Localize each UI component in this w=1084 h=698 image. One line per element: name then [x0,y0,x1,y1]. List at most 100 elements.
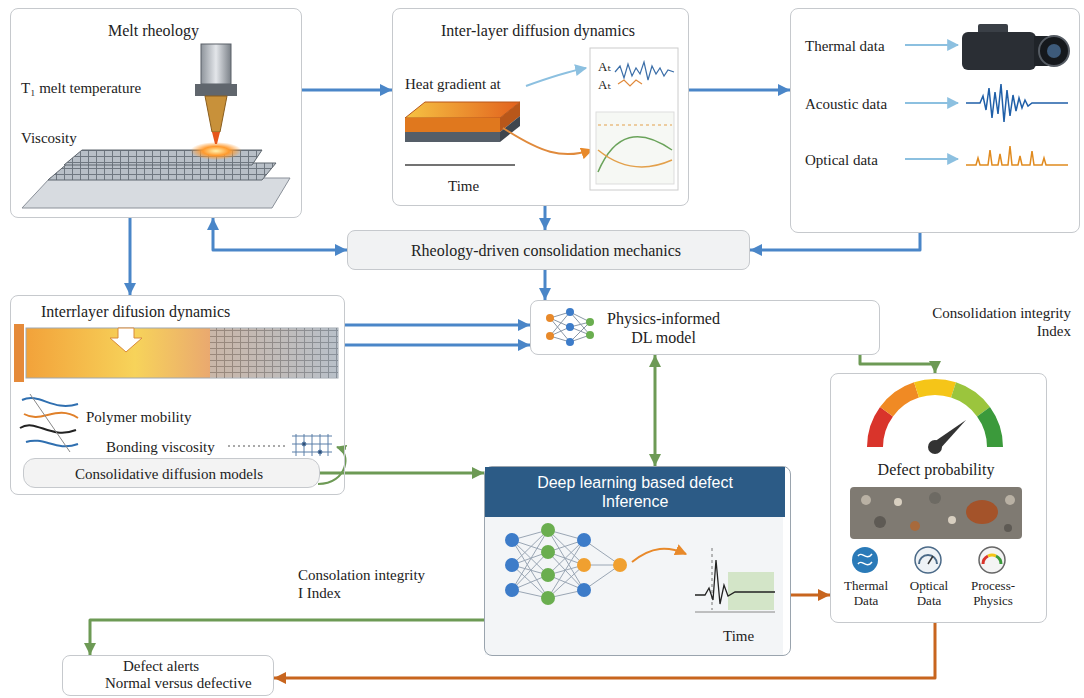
diffusion-chart [615,62,674,80]
panel-title: Deep learning based defect Inference [485,467,785,517]
bonding-grid [302,442,306,446]
neural-network [541,545,555,559]
inference-arrow [632,549,686,562]
node-label: T₁ melt temperature [21,79,141,97]
build-plate [48,163,276,180]
neural-network [577,533,591,547]
polymer-chains [26,441,78,447]
dotted-leader [228,446,286,447]
node-label: Optical Data [898,579,960,609]
defect-texture [966,500,998,524]
data-icons [928,556,933,564]
connector-arrow [90,620,484,655]
signal-plot [728,572,774,610]
node-label: Defect alerts [123,658,199,675]
node-label: Normal versus defective [105,675,252,692]
node-label: Acoustic data [805,95,887,113]
defect-texture [929,492,941,504]
build-plate [22,178,290,208]
panel: Interrlayer difusion dynamicsPolymer mob… [10,295,345,495]
connector-arrow [654,355,657,466]
panel-title: Interrlayer difusion dynamics [41,302,230,321]
defect-texture [850,487,1022,539]
data-icons [858,554,872,565]
data-icons [919,555,937,564]
network-icon [550,312,590,342]
heated-layer [405,102,520,118]
neural-network [613,558,627,572]
node-label: Optical data [805,151,878,169]
probability-gauge [954,390,984,412]
diffusion-chart [598,150,672,167]
network-icon [566,308,574,316]
node-label: Bonding viscosity [106,438,215,456]
network-icon [586,331,594,339]
connector-arrow [345,324,530,327]
polymer-chains [22,398,78,406]
axis-label: Aₜ [598,59,611,75]
heated-layer [405,132,500,142]
polymer-chains [24,413,78,418]
model-box: Physics-informed DL model [530,300,880,355]
signal-plot [695,612,775,613]
panel: Thermal dataAcoustic dataOptical data [790,8,1080,233]
connector-arrow [129,218,132,295]
heated-layer [405,118,500,132]
connector-arrow [302,89,392,92]
connector-arrow [860,355,935,373]
diffusion-chart [590,48,678,190]
diffusion-band [210,328,338,378]
data-icons [988,554,996,558]
extruder-nozzle [201,44,231,84]
probability-gauge [917,387,954,390]
polymer-chains [20,394,78,452]
data-icons [915,547,941,573]
node-label: Consolidative diffusion models [24,465,314,483]
network-icon [566,338,574,346]
defect-texture [861,495,871,505]
defect-texture [948,516,956,524]
diffusion-chart [598,125,672,126]
connector-arrow [274,623,935,678]
diffusion-chart [590,48,678,190]
defect-texture [894,498,902,506]
bonding-grid [292,434,332,456]
probability-gauge [887,390,917,412]
panel: Defect probabilityThermal DataOptical Da… [830,373,1047,623]
inference-panel: Deep learning based defect InferenceTime [484,466,791,656]
connector-arrow [213,218,347,250]
defect-texture [1004,524,1012,532]
data-icons [852,547,878,573]
neural-network [512,530,620,598]
panel-title: Melt rheology [11,21,296,40]
feedback-loop [318,447,345,484]
acoustic-waveform [966,84,1068,122]
panel-title: Inter-layer diffusion dynamics [393,21,683,40]
neural-network [505,533,519,547]
data-arrows [905,45,958,159]
bonding-grid [292,434,332,456]
thermal-camera [1047,44,1061,58]
diffusion-band [26,328,338,378]
polymer-chains [30,394,70,452]
axis-label: Aₜ [598,77,611,93]
signal-plot [695,548,775,612]
connector-arrow [544,270,547,300]
connector-arrow [345,344,530,347]
signal-plot [712,548,713,610]
melt-glow [190,142,242,160]
alert-box: Defect alertsNormal versus defective [62,655,274,696]
neural-network [505,583,519,597]
connector-arrow [791,594,830,597]
network-icon [546,308,594,346]
process-box: Consolidative diffusion models [23,458,320,488]
neural-network [505,558,519,572]
gradient-arrow [526,68,586,86]
neural-network [577,583,591,597]
diffusion-band [14,324,338,382]
axis-label: Time [448,177,479,195]
extruder-nozzle [195,44,237,144]
panel: Melt rheologyT₁ melt temperatureViscosit… [10,8,302,218]
data-icons [983,556,988,564]
network-icon [586,318,594,326]
